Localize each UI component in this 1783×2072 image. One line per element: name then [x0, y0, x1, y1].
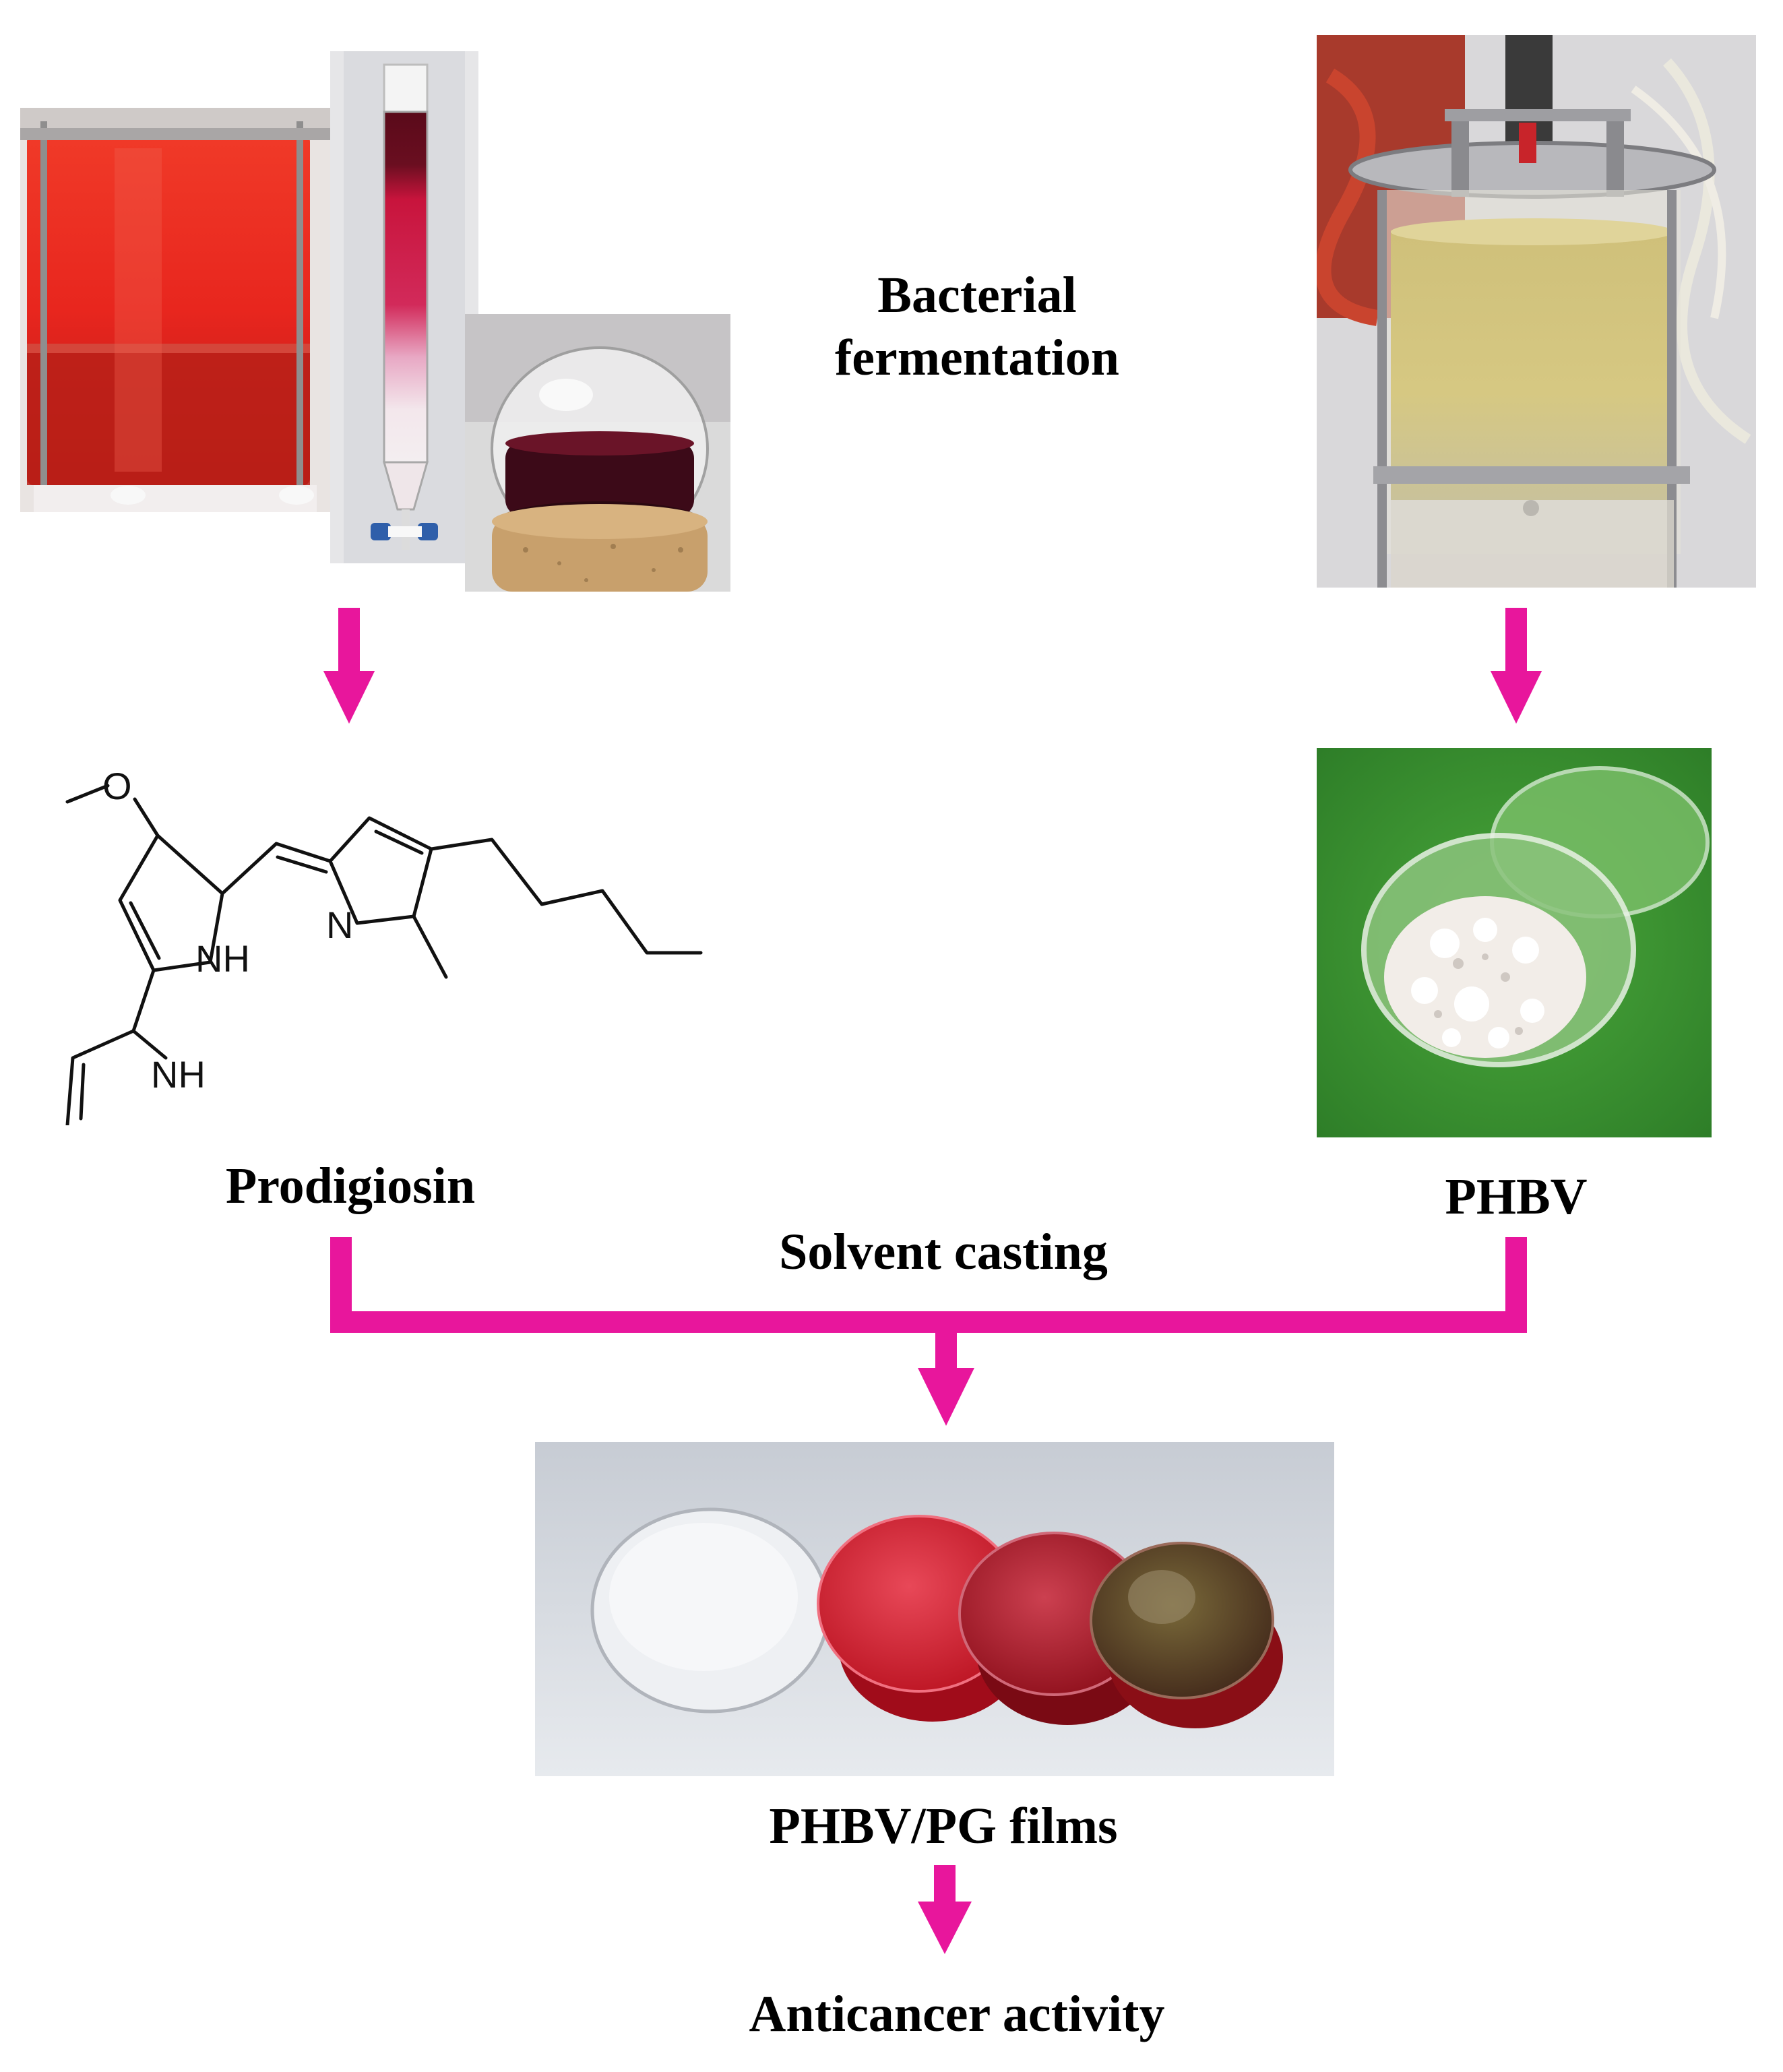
connector-right-vertical [1505, 1237, 1527, 1331]
anticancer-activity-label: Anticancer activity [749, 1986, 1165, 2042]
prodigiosin-structure: O NH N NH [54, 748, 728, 1125]
chromatography-column-photo [330, 51, 478, 563]
films-label: PHBV/PG films [769, 1798, 1118, 1854]
solvent-casting-label: Solvent casting [779, 1224, 1108, 1280]
bacterial-fermentation-line1: Bacterial [877, 267, 1077, 323]
nh-upper-label: NH [195, 937, 250, 980]
connector-left-vertical [330, 1237, 352, 1331]
arrow-bottom-head [918, 1902, 972, 1954]
arrow-left-shaft [338, 608, 360, 675]
arrow-right-shaft [1505, 608, 1527, 675]
nh-lower-label: NH [151, 1053, 206, 1096]
bacterial-fermentation-line2: fermentation [834, 329, 1120, 386]
arrow-center-head [918, 1368, 974, 1426]
bacterial-fermentation-label: Bacterial fermentation [795, 264, 1159, 389]
arrow-bottom-shaft [934, 1865, 956, 1906]
phbv-label: PHBV [1445, 1168, 1588, 1225]
connector-horizontal [330, 1311, 1527, 1333]
phbv-bioreactor-photo [1317, 35, 1756, 588]
methoxy-oxygen-label: O [102, 765, 132, 807]
arrow-right-head [1491, 671, 1542, 724]
imine-n-label: N [326, 904, 353, 946]
prodigiosin-label: Prodigiosin [225, 1158, 476, 1214]
prodigiosin-fermenter-photo [20, 108, 330, 512]
phbv-powder-photo [1317, 748, 1712, 1137]
arrow-left-head [323, 671, 375, 724]
phbv-pg-films-photo [535, 1442, 1334, 1776]
evaporation-flask-photo [465, 314, 730, 592]
arrow-center-shaft [935, 1333, 957, 1372]
